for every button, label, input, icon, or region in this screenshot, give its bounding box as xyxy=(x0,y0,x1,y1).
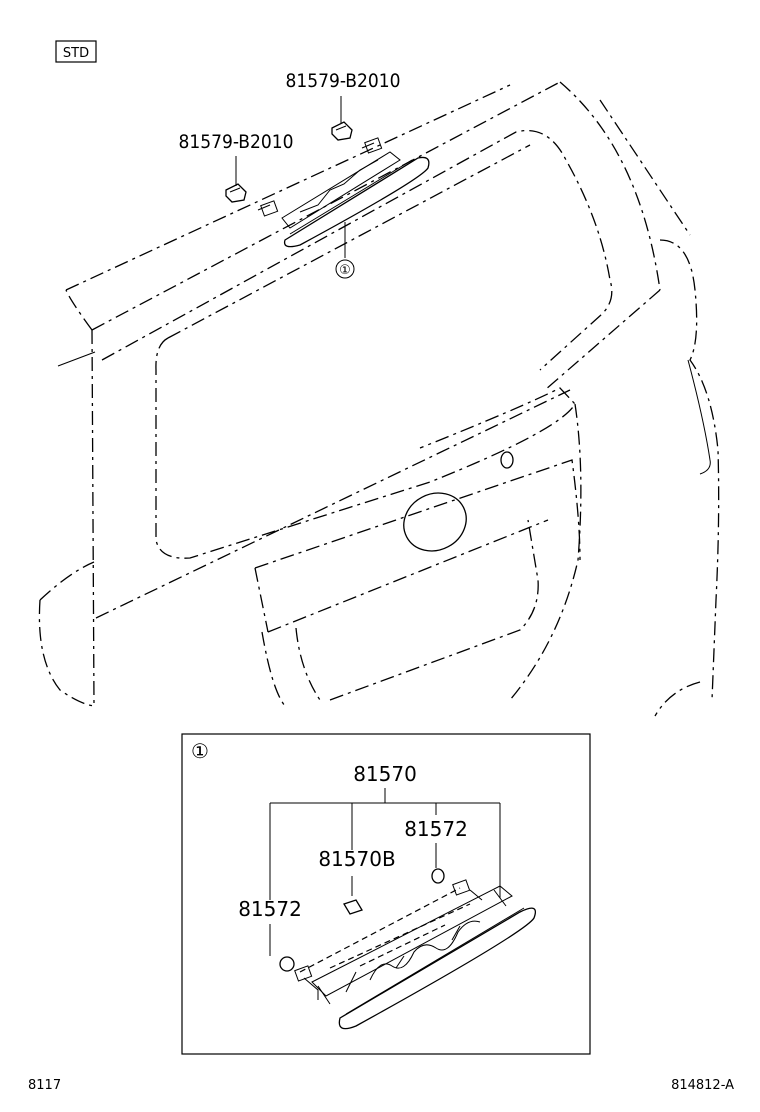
label-bulb: 81570B xyxy=(318,847,395,871)
callout-clip-left: 81579-B2010 xyxy=(178,131,293,153)
socket-right-icon xyxy=(431,868,445,884)
label-assembly: 81570 xyxy=(353,762,417,786)
stop-lamp-detail-icon xyxy=(294,879,537,1030)
detail-ref: ① xyxy=(191,739,209,763)
callout-clip-top: 81579-B2010 xyxy=(285,70,400,92)
label-socket-left: 81572 xyxy=(238,897,302,921)
std-badge-label: STD xyxy=(63,46,89,61)
footer-left-code: 8117 xyxy=(28,1078,61,1093)
detail-box: ① 81570 81572 81570B 81572 xyxy=(181,733,591,1055)
clip-top-icon xyxy=(331,121,353,141)
clip-left-icon xyxy=(225,183,247,203)
label-socket-right: 81572 xyxy=(404,817,468,841)
footer-right-code: 814812-A xyxy=(671,1078,734,1093)
std-badge: STD xyxy=(55,40,97,63)
emblem-icon xyxy=(403,492,467,552)
back-door-outline xyxy=(38,81,720,717)
socket-left-icon xyxy=(279,956,295,972)
keyhole-icon xyxy=(500,451,514,469)
stop-lamp-installed-icon xyxy=(257,137,430,248)
callout-ref-circle xyxy=(335,259,355,279)
bulb-icon xyxy=(343,899,363,915)
callout-assembly-ref: ① xyxy=(339,263,351,278)
